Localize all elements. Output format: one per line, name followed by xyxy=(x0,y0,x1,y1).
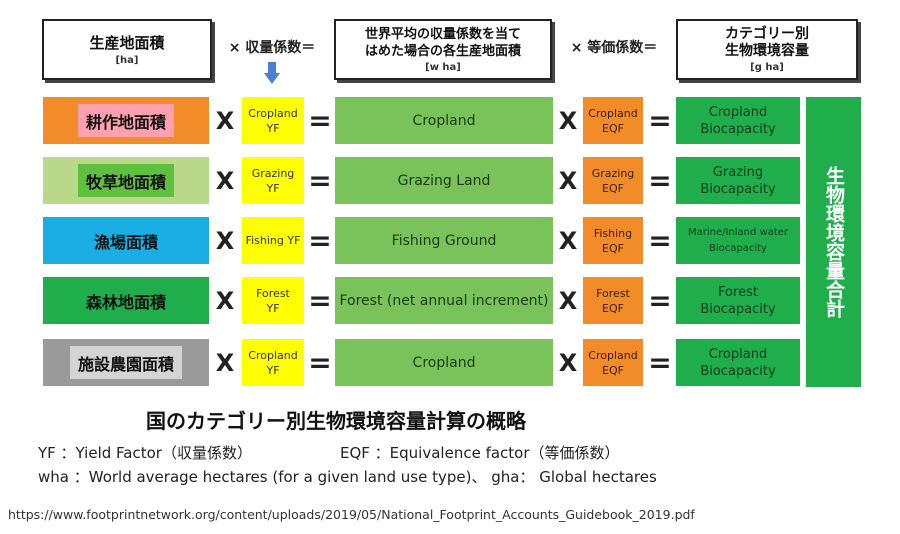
yield-factor-line2: YF xyxy=(266,121,280,135)
source-area-label: 耕作地面積 xyxy=(77,104,174,137)
yield-factor-line1: Grazing xyxy=(251,166,295,180)
source-url: https://www.footprintnetwork.org/content… xyxy=(8,507,695,522)
yield-factor-line1: Cropland xyxy=(248,106,298,120)
header-world-line1: 世界平均の収量係数を当て xyxy=(364,27,521,42)
note-hectare-units: wha ：World average hectares (for a given… xyxy=(38,468,657,486)
biocapacity-line1: Forest xyxy=(718,284,758,300)
yield-factor-box: Forest YF xyxy=(242,277,304,324)
source-area-label: 牧草地面積 xyxy=(77,164,174,197)
times-symbol: X xyxy=(558,166,578,195)
equals-symbol: = xyxy=(648,224,672,257)
equivalence-factor-line1: Cropland xyxy=(588,348,638,362)
times-symbol: X xyxy=(558,286,578,315)
biocapacity-line2: Biocapacity xyxy=(709,242,767,254)
header-world-average-area: 世界平均の収量係数を当て はめた場合の各生産地面積 [w ha] xyxy=(334,19,552,80)
biocapacity-line2: Biocapacity xyxy=(700,363,776,379)
world-average-area-box: Cropland xyxy=(335,339,553,386)
world-average-area-box: Fishing Ground xyxy=(335,217,553,264)
header-production-title: 生産地面積 xyxy=(89,33,165,52)
source-area-label: 施設農園面積 xyxy=(69,346,182,379)
header-production-area: 生産地面積 [ha] xyxy=(42,19,212,80)
category-biocapacity-box: Grazing Biocapacity xyxy=(676,157,800,204)
world-average-area-box: Grazing Land xyxy=(335,157,553,204)
world-average-area-box: Forest (net annual increment) xyxy=(335,277,553,324)
category-biocapacity-box: Cropland Biocapacity xyxy=(676,339,800,386)
yield-factor-box: Grazing YF xyxy=(242,157,304,204)
header-world-unit: [w ha] xyxy=(425,62,461,73)
equivalence-factor-line1: Grazing xyxy=(591,166,635,180)
equals-symbol: = xyxy=(308,164,332,197)
equals-symbol: = xyxy=(308,284,332,317)
equivalence-factor-box: Grazing EQF xyxy=(583,157,643,204)
header-world-line2: はめた場合の各生産地面積 xyxy=(364,44,521,59)
equivalence-factor-box: Fishing EQF xyxy=(583,217,643,264)
biocapacity-line1: Cropland xyxy=(708,346,768,362)
yield-factor-line2: YF xyxy=(266,301,280,315)
header-category-line1: カテゴリー別 xyxy=(725,26,809,42)
equivalence-factor-line1: Fishing xyxy=(593,226,633,240)
equivalence-factor-line1: Forest xyxy=(596,286,630,300)
equivalence-factor-box: Forest EQF xyxy=(583,277,643,324)
equivalence-factor-line2: EQF xyxy=(602,363,624,377)
source-area-box: 森林地面積 xyxy=(43,277,209,324)
source-area-box: 施設農園面積 xyxy=(43,339,209,386)
times-symbol: X xyxy=(215,226,235,255)
times-symbol: X xyxy=(558,106,578,135)
source-area-box: 牧草地面積 xyxy=(43,157,209,204)
yield-factor-box: Cropland YF xyxy=(242,97,304,144)
yield-factor-box: Fishing YF xyxy=(242,217,304,264)
biocapacity-line2: Biocapacity xyxy=(700,301,776,317)
biocapacity-line2: Biocapacity xyxy=(700,181,776,197)
diagram-caption: 国のカテゴリー別生物環境容量計算の概略 xyxy=(146,409,526,433)
equivalence-factor-line2: EQF xyxy=(602,301,624,315)
biocapacity-line1: Marine/Inland water xyxy=(687,226,789,238)
biocapacity-line1: Grazing xyxy=(712,164,764,180)
header-equivalence-operator: × 等価係数＝ xyxy=(570,40,658,56)
yield-factor-line1: Cropland xyxy=(248,348,298,362)
header-production-unit: [ha] xyxy=(115,54,139,66)
times-symbol: X xyxy=(215,286,235,315)
category-biocapacity-box: Marine/Inland water Biocapacity xyxy=(676,217,800,264)
source-area-label: 森林地面積 xyxy=(77,284,174,317)
equals-symbol: = xyxy=(648,284,672,317)
times-symbol: X xyxy=(215,166,235,195)
category-biocapacity-box: Forest Biocapacity xyxy=(676,277,800,324)
header-yield-operator: × 収量係数＝ xyxy=(228,40,316,56)
equivalence-factor-line2: EQF xyxy=(602,181,624,195)
equivalence-factor-box: Cropland EQF xyxy=(583,339,643,386)
world-average-area-box: Cropland xyxy=(335,97,553,144)
times-symbol: X xyxy=(215,106,235,135)
yield-factor-line2: YF xyxy=(266,363,280,377)
yield-factor-line1: Forest xyxy=(256,286,290,300)
source-area-box: 漁場面積 xyxy=(43,217,209,264)
down-arrow-icon xyxy=(264,62,280,84)
equivalence-factor-box: Cropland EQF xyxy=(583,97,643,144)
biocapacity-line1: Cropland xyxy=(708,104,768,120)
total-biocapacity-bar: 生物環境容量合計 xyxy=(806,97,861,387)
equals-symbol: = xyxy=(648,104,672,137)
equals-symbol: = xyxy=(648,346,672,379)
times-symbol: X xyxy=(558,348,578,377)
equivalence-factor-line2: EQF xyxy=(602,241,624,255)
category-biocapacity-box: Cropland Biocapacity xyxy=(676,97,800,144)
times-symbol: X xyxy=(558,226,578,255)
equivalence-factor-line1: Cropland xyxy=(588,106,638,120)
yield-factor-line1: Fishing YF xyxy=(245,234,301,247)
header-category-line2: 生物環境容量 xyxy=(725,43,809,59)
note-yield-factor: YF ：Yield Factor（収量係数） xyxy=(38,444,252,462)
equals-symbol: = xyxy=(308,104,332,137)
note-equivalence-factor: EQF ：Equivalence factor（等価係数） xyxy=(340,444,620,462)
header-category-unit: [g ha] xyxy=(750,62,784,73)
source-area-label: 漁場面積 xyxy=(85,224,166,257)
biocapacity-line2: Biocapacity xyxy=(700,121,776,137)
equals-symbol: = xyxy=(308,346,332,379)
header-category-biocapacity: カテゴリー別 生物環境容量 [g ha] xyxy=(676,19,858,80)
equals-symbol: = xyxy=(648,164,672,197)
equals-symbol: = xyxy=(308,224,332,257)
yield-factor-line2: YF xyxy=(266,181,280,195)
equivalence-factor-line2: EQF xyxy=(602,121,624,135)
times-symbol: X xyxy=(215,348,235,377)
source-area-box: 耕作地面積 xyxy=(43,97,209,144)
yield-factor-box: Cropland YF xyxy=(242,339,304,386)
